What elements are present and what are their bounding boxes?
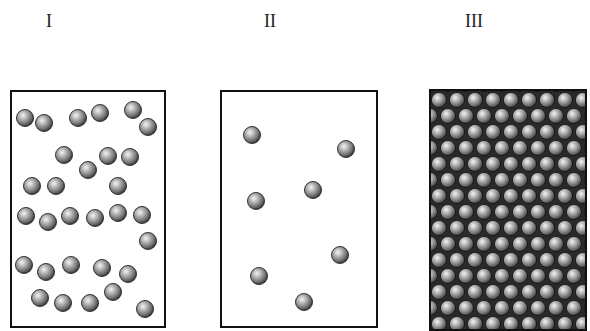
liquid-particles (16, 102, 157, 318)
box-heading: III (465, 12, 483, 30)
particle-box: II (220, 90, 378, 328)
particle-box: I (10, 90, 166, 328)
box-heading: II (264, 12, 276, 30)
gas-particles (244, 127, 355, 311)
particle-box: III (429, 89, 587, 331)
solid-particles (431, 91, 585, 331)
box-heading: I (46, 12, 52, 30)
